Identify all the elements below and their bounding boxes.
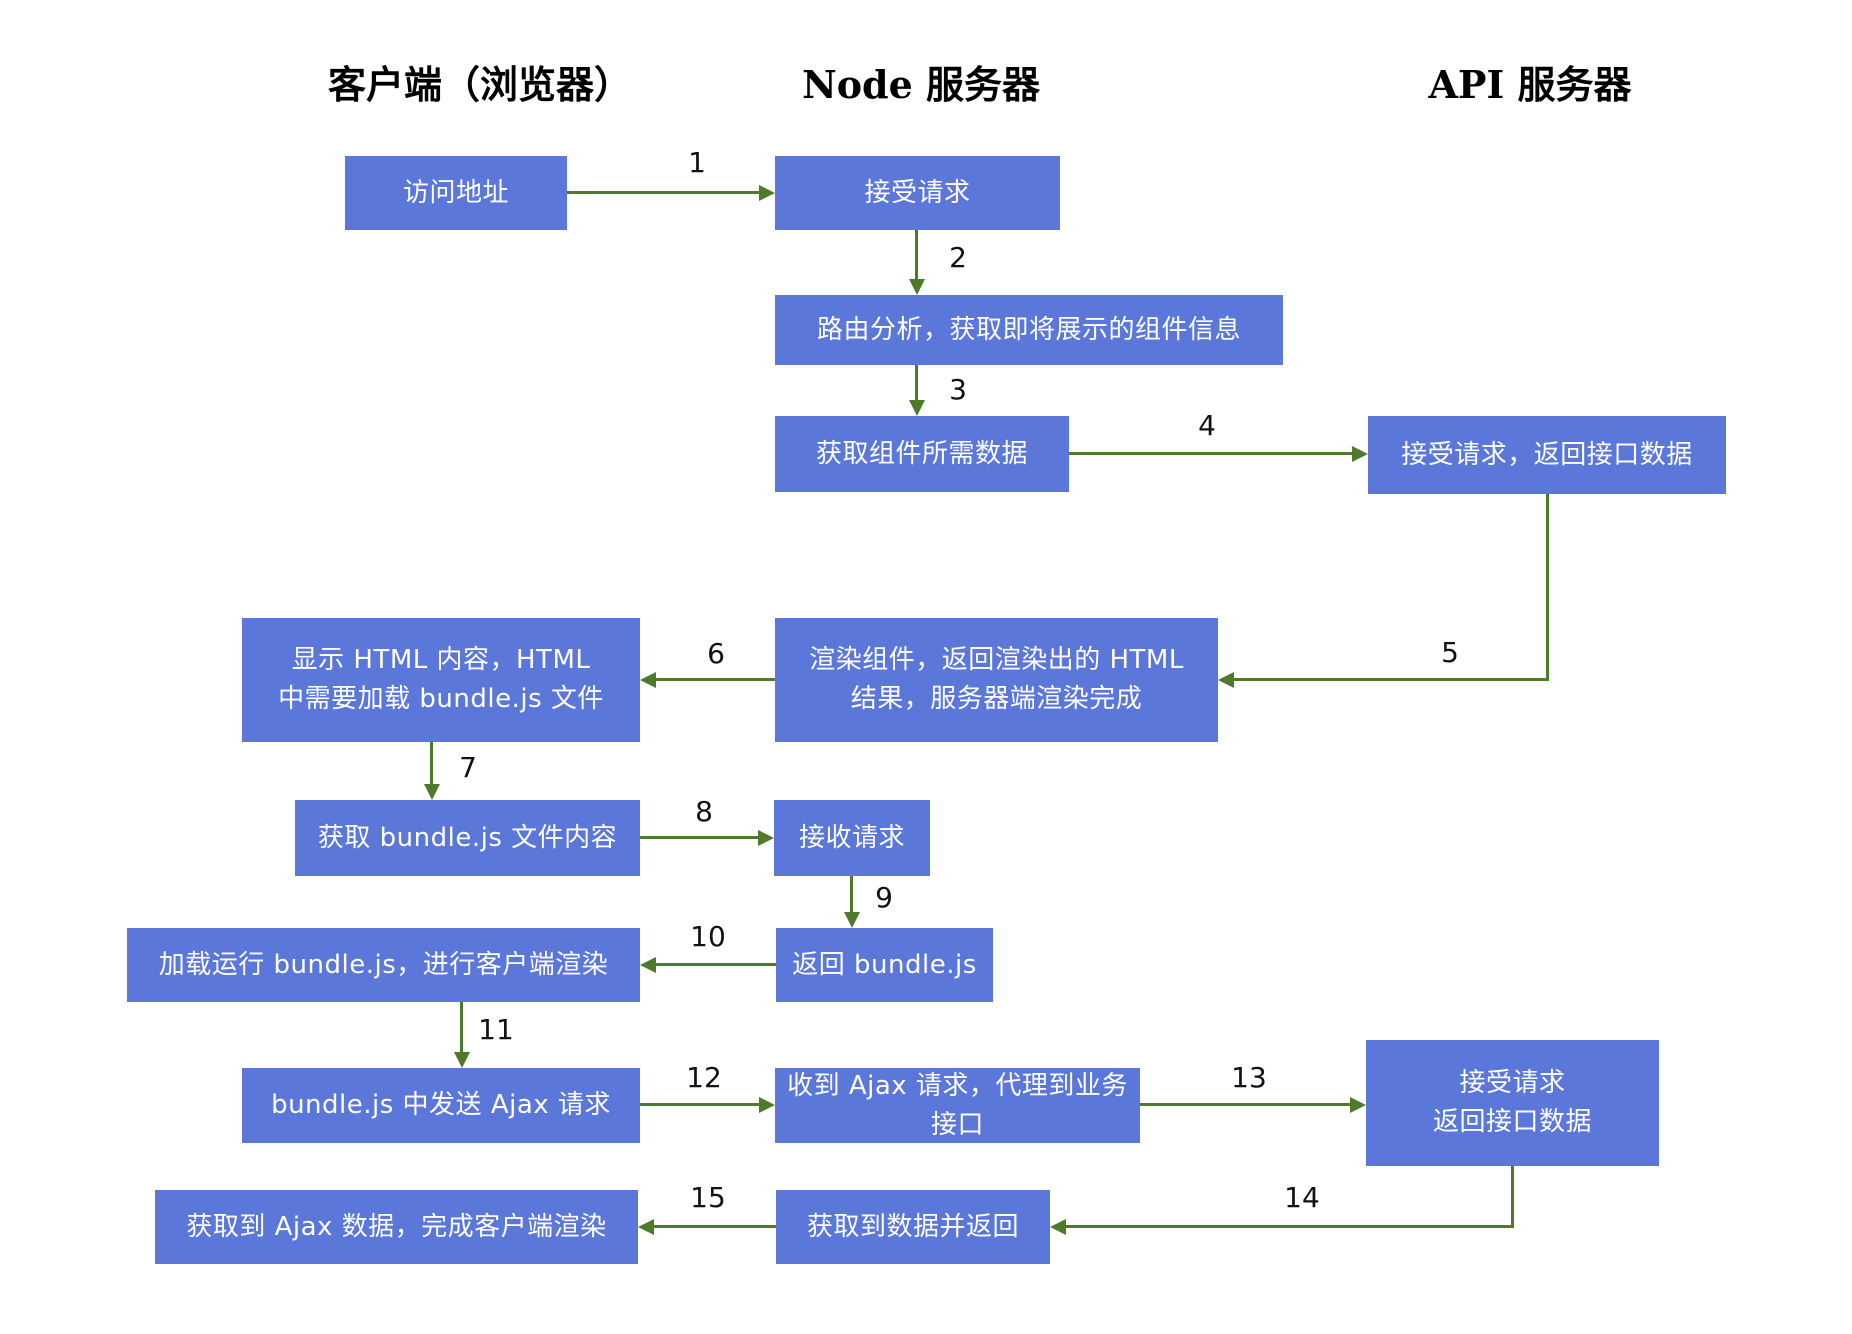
- arrow-2-head: [909, 279, 925, 295]
- arrow-11-head: [454, 1052, 470, 1068]
- arrow-15-head: [638, 1219, 654, 1235]
- arrow-15-line: [654, 1225, 776, 1228]
- arrow-5-label: 5: [1441, 636, 1459, 669]
- arrow-2-label: 2: [949, 241, 967, 274]
- arrow-1-label: 1: [688, 146, 706, 179]
- arrow-7-label: 7: [459, 751, 477, 784]
- arrow-14-head: [1050, 1219, 1066, 1235]
- box-render-components: 渲染组件，返回渲染出的 HTML 结果，服务器端渲染完成: [775, 618, 1218, 742]
- arrow-8-line: [640, 836, 758, 839]
- arrow-5-head: [1218, 672, 1234, 688]
- box-show-html: 显示 HTML 内容，HTML 中需要加载 bundle.js 文件: [242, 618, 640, 742]
- arrow-14-label: 14: [1284, 1181, 1320, 1214]
- box-api-return-data: 接受请求，返回接口数据: [1368, 416, 1726, 494]
- box-route-analysis: 路由分析，获取即将展示的组件信息: [775, 295, 1283, 365]
- arrow-1-line: [567, 191, 759, 194]
- column-header-node-server: Node 服务器: [801, 62, 1041, 107]
- arrow-4-head: [1352, 446, 1368, 462]
- box-api-return-data-2: 接受请求 返回接口数据: [1366, 1040, 1659, 1166]
- arrow-6-label: 6: [707, 637, 725, 670]
- arrow-11-line: [460, 1002, 463, 1052]
- arrow-12-label: 12: [686, 1061, 722, 1094]
- arrow-3-head: [909, 400, 925, 416]
- box-visit-address: 访问地址: [345, 156, 567, 230]
- arrow-12-line: [640, 1103, 759, 1106]
- arrow-4-label: 4: [1198, 409, 1216, 442]
- arrow-3-line: [915, 365, 918, 400]
- column-header-client: 客户端（浏览器）: [327, 62, 632, 107]
- arrow-14-vline: [1511, 1166, 1514, 1228]
- arrow-14-line: [1066, 1225, 1514, 1228]
- arrow-11-label: 11: [478, 1013, 514, 1046]
- arrow-13-head: [1350, 1097, 1366, 1113]
- box-proxy-ajax: 收到 Ajax 请求，代理到业务接口: [775, 1068, 1140, 1143]
- arrow-4-line: [1069, 452, 1352, 455]
- box-fetch-bundle: 获取 bundle.js 文件内容: [295, 800, 640, 876]
- box-ajax-done: 获取到 Ajax 数据，完成客户端渲染: [155, 1190, 638, 1264]
- arrow-15-label: 15: [690, 1181, 726, 1214]
- arrow-9-line: [850, 876, 853, 912]
- arrow-6-head: [640, 672, 656, 688]
- arrow-8-label: 8: [695, 795, 713, 828]
- arrow-3-label: 3: [949, 373, 967, 406]
- arrow-9-label: 9: [875, 881, 893, 914]
- box-send-ajax: bundle.js 中发送 Ajax 请求: [242, 1068, 640, 1143]
- box-receive-request: 接收请求: [774, 800, 930, 876]
- arrow-7-line: [430, 742, 433, 784]
- arrow-5-line: [1234, 678, 1549, 681]
- box-fetch-component-data: 获取组件所需数据: [775, 416, 1069, 492]
- arrow-8-head: [758, 830, 774, 846]
- arrow-6-line: [656, 678, 775, 681]
- arrow-5-vline: [1546, 494, 1549, 681]
- arrow-10-label: 10: [690, 920, 726, 953]
- box-run-bundle: 加载运行 bundle.js，进行客户端渲染: [127, 928, 640, 1002]
- arrow-10-line: [656, 963, 776, 966]
- arrow-12-head: [759, 1097, 775, 1113]
- column-header-api-server: API 服务器: [1428, 62, 1632, 107]
- arrow-9-head: [844, 912, 860, 928]
- arrow-13-label: 13: [1231, 1061, 1267, 1094]
- arrow-7-head: [424, 784, 440, 800]
- box-return-data: 获取到数据并返回: [776, 1190, 1050, 1264]
- box-node-accept-request: 接受请求: [775, 156, 1060, 230]
- box-return-bundle: 返回 bundle.js: [776, 928, 993, 1002]
- arrow-13-line: [1140, 1103, 1350, 1106]
- arrow-1-head: [759, 185, 775, 201]
- arrow-10-head: [640, 957, 656, 973]
- arrow-2-line: [915, 230, 918, 279]
